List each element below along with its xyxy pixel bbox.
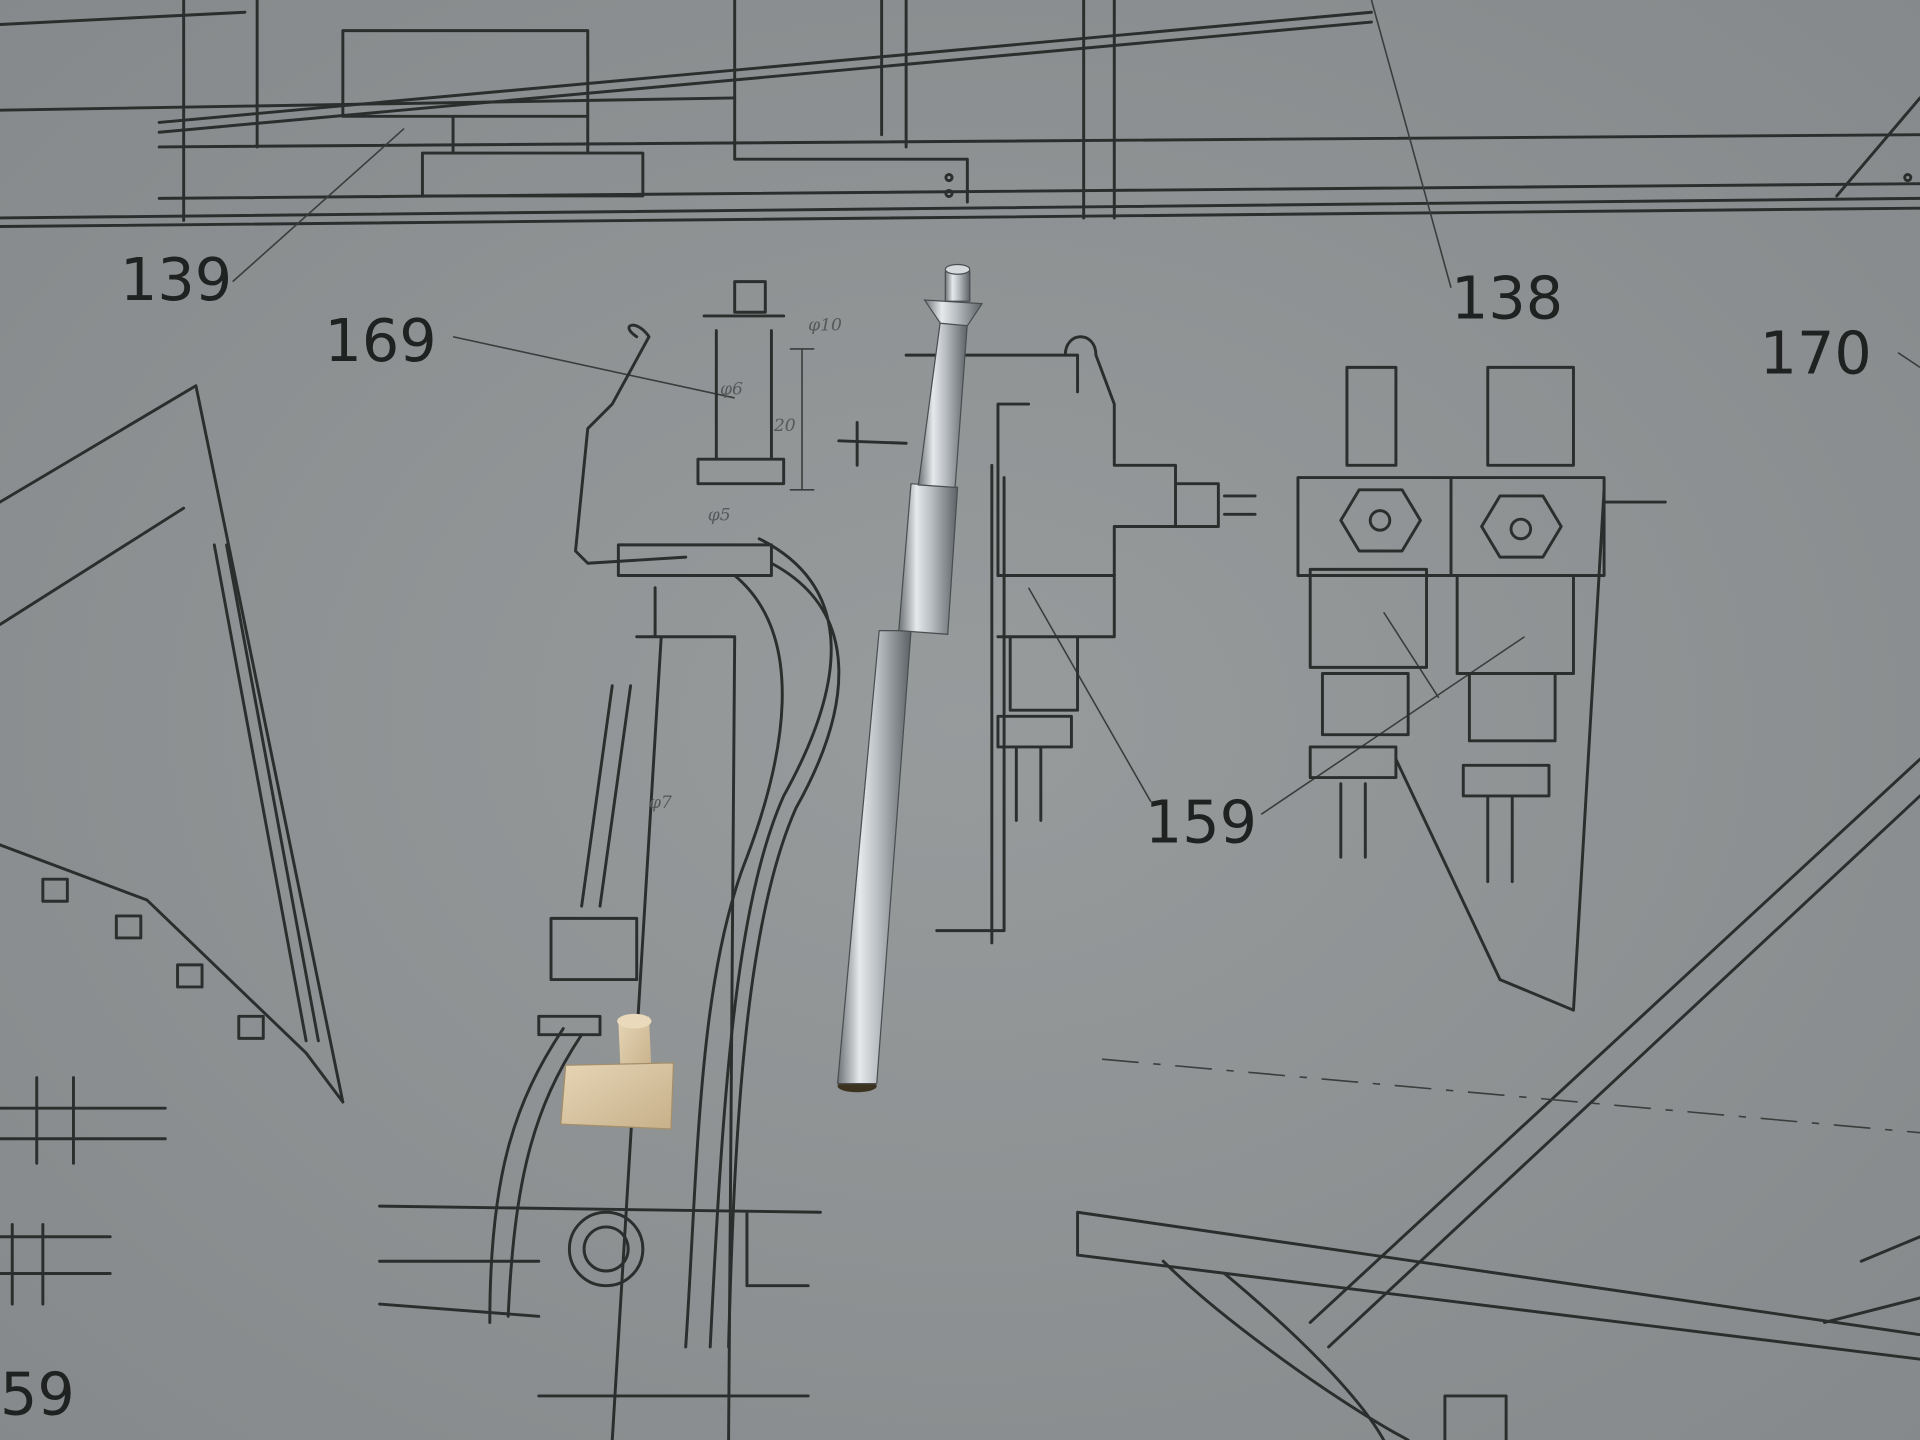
valve-drawing: [837, 335, 1257, 945]
note-dia-10: φ10: [808, 316, 842, 336]
label-139: 139: [120, 245, 232, 314]
label-138: 138: [1451, 263, 1563, 332]
metal-pump-rod: [836, 263, 984, 1093]
frame-drawing-lower-right: [1076, 757, 1920, 1440]
drawing-labels: 139 169 138 170 159 59 φ10 φ6 20 φ5 φ7: [0, 245, 1872, 1428]
note-len-20: 20: [773, 416, 796, 436]
note-dia-6: φ6: [720, 379, 743, 399]
label-59-partial: 59: [0, 1359, 75, 1428]
note-dia-7: φ7: [649, 793, 672, 813]
label-159: 159: [1145, 787, 1257, 856]
label-169: 169: [324, 306, 436, 375]
valve-pair-drawing-159: [1296, 365, 1667, 1012]
chassis-drawing-top: [0, 0, 1920, 228]
wooden-block: [560, 1013, 675, 1130]
label-170: 170: [1760, 318, 1872, 387]
pump-drawing-169: [378, 280, 841, 1440]
frame-drawing-left: [0, 384, 345, 1306]
note-dia-5: φ5: [708, 505, 731, 525]
